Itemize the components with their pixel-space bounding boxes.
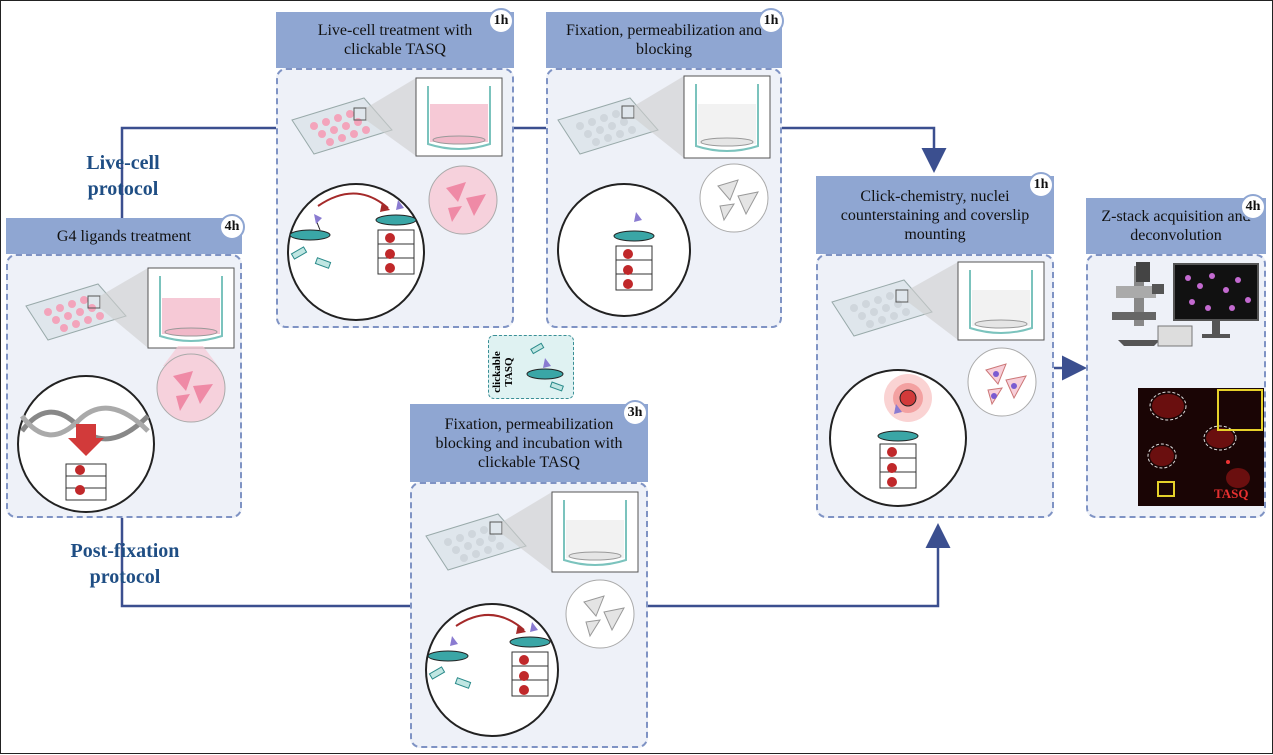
post-fixation-protocol-label: Post-fixation protocol xyxy=(70,540,180,588)
well-plate-icon xyxy=(25,268,148,348)
step-panel xyxy=(546,68,782,328)
tasq-image-label: TASQ xyxy=(1214,486,1249,501)
pink-cells-icon xyxy=(156,346,226,423)
well-zoom-icon xyxy=(551,491,639,573)
well-zoom-icon xyxy=(147,267,235,349)
g4-structure-icon xyxy=(557,183,691,317)
microscope-icon xyxy=(1112,262,1164,346)
step-click-chemistry: Click-chemistry, nuclei counterstaining … xyxy=(816,172,1054,518)
duration-badge: 1h xyxy=(758,8,784,34)
step-panel xyxy=(6,254,242,518)
dna-g4-icon xyxy=(17,375,155,513)
well-plate-icon xyxy=(557,76,684,158)
well-zoom-icon xyxy=(683,75,771,159)
live-cell-protocol-label: Live-cell protocol xyxy=(86,152,160,200)
well-plate-icon xyxy=(291,78,416,156)
tasq-fluorescence-image xyxy=(1138,388,1264,506)
tasq-binding-icon xyxy=(425,603,559,737)
post-fixation-connector xyxy=(120,518,412,608)
step-illustration xyxy=(425,491,639,737)
step-panel xyxy=(276,68,514,328)
step-illustration xyxy=(829,261,1045,507)
step-title: Live-cell treatment with clickable TASQ xyxy=(276,12,514,68)
fix-to-click-arrow xyxy=(782,126,947,173)
tasq-binding-icon xyxy=(287,183,425,321)
step-illustration xyxy=(557,75,771,317)
live-cell-connector xyxy=(120,126,278,218)
clicked-fluorophore-icon xyxy=(829,369,967,507)
step-fixation-incubation: Fixation, permeabilization blocking and … xyxy=(410,400,648,748)
controller-icon xyxy=(1157,325,1193,347)
duration-badge: 1h xyxy=(488,8,514,34)
step-zstack-acquisition: Z-stack acquisition and deconvolution xyxy=(1086,194,1266,518)
clickable-tasq-legend: clickable TASQ xyxy=(488,335,574,399)
step-panel xyxy=(1086,254,1266,518)
step-title: Fixation, permeabilization blocking and … xyxy=(410,404,648,482)
well-zoom-icon xyxy=(957,261,1045,341)
step-illustration xyxy=(1112,262,1264,506)
fixed-cells-icon xyxy=(699,163,769,233)
duration-badge: 3h xyxy=(622,400,648,426)
step-title: G4 ligands treatment xyxy=(6,218,242,254)
duration-badge: 4h xyxy=(219,214,245,240)
step-title: Fixation, permeabilization and blocking xyxy=(546,12,782,68)
well-plate-icon xyxy=(425,492,552,572)
fixed-cells-icon xyxy=(565,579,635,649)
pink-cells-icon xyxy=(428,165,498,235)
monitor-icon xyxy=(1173,263,1259,338)
step-g4-ligands: G4 ligands treatment xyxy=(6,214,245,518)
step-illustration xyxy=(287,77,503,321)
well-plate-icon xyxy=(831,262,958,340)
incub-to-click-arrow xyxy=(648,523,951,608)
step-panel xyxy=(410,482,648,748)
tasq-molecule-icon xyxy=(526,342,564,392)
step-illustration xyxy=(17,267,235,513)
stained-cells-icon xyxy=(967,347,1037,417)
step-fixation-blocking: Fixation, permeabilization and blocking xyxy=(546,8,784,328)
step-panel xyxy=(816,254,1054,518)
duration-badge: 4h xyxy=(1240,194,1266,220)
well-zoom-icon xyxy=(415,77,503,157)
step-title: Click-chemistry, nuclei counterstaining … xyxy=(816,176,1054,254)
step-title: Z-stack acquisition and deconvolution xyxy=(1086,198,1266,254)
step-live-cell-tasq: Live-cell treatment with clickable TASQ xyxy=(276,8,514,328)
duration-badge: 1h xyxy=(1028,172,1054,198)
